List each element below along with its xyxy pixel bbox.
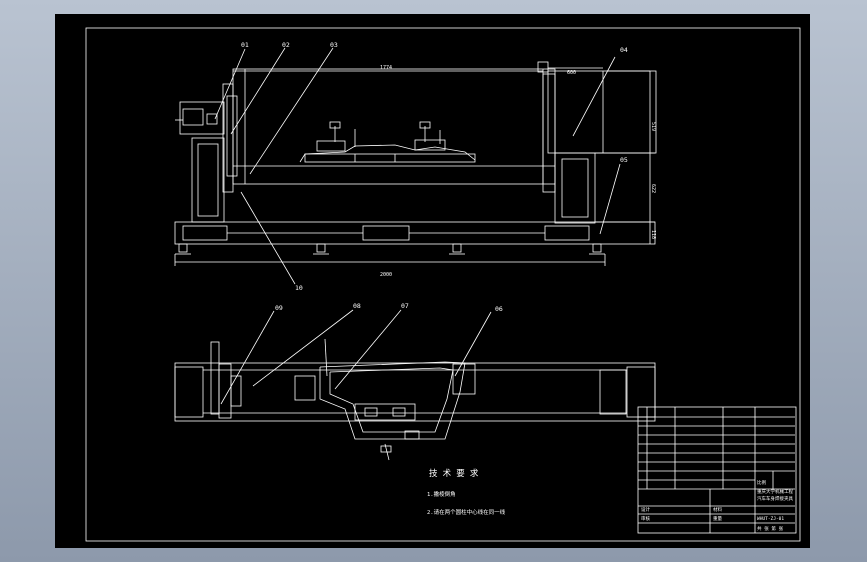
balloon-06: 06: [495, 305, 503, 313]
left-column: [191, 137, 225, 223]
balloon-01: 01: [241, 41, 249, 49]
balloon-09: 09: [275, 304, 283, 312]
tech-req-item-2: 2.请在两个圆柱中心线在同一线: [427, 508, 506, 516]
top-view: [174, 338, 656, 461]
fixture: [299, 121, 476, 163]
dim-right-upper: 519: [650, 122, 656, 131]
tech-req-item-1: 1.撇棱倒角: [427, 490, 456, 498]
cad-drawing: 01 02 03 04 05 06 07 08 09 10 1774 600 5…: [85, 27, 801, 542]
title-scale-label: 比例: [757, 479, 766, 486]
title-checker-label: 审核: [641, 515, 650, 522]
balloon-02: 02: [282, 41, 290, 49]
dim-right-mid: 622: [650, 184, 656, 193]
title-weight-label: 重量: [713, 515, 722, 522]
leveling-feet: [175, 243, 605, 255]
balloon-04: 04: [620, 46, 628, 54]
title-drawing-no: WHUT-ZJ-01: [757, 516, 784, 522]
balloon-03: 03: [330, 41, 338, 49]
drawing-sheet: 01 02 03 04 05 06 07 08 09 10 1774 600 5…: [55, 14, 810, 548]
dim-base-length: 2000: [380, 272, 392, 278]
front-view: [174, 61, 657, 266]
title-sheet-label: 共 张 第 张: [757, 525, 784, 532]
balloon-05: 05: [620, 156, 628, 164]
rotating-frame: [294, 338, 476, 461]
title-material-label: 材料: [713, 506, 722, 513]
inner-frame: [85, 27, 801, 542]
title-school: 重庆大学机械工程: [757, 488, 793, 495]
balloon-07: 07: [401, 302, 409, 310]
balloon-08: 08: [353, 302, 361, 310]
base-frame: [174, 221, 656, 245]
dim-right-lower: 118: [650, 230, 656, 239]
right-column: [554, 152, 596, 224]
title-block: [637, 406, 797, 534]
title-designer-label: 设计: [641, 506, 650, 513]
dim-box-width: 600: [567, 70, 576, 76]
dim-top-length: 1774: [380, 65, 392, 71]
motor-housing: [179, 101, 225, 135]
balloon-10: 10: [295, 284, 303, 292]
leaders: [214, 47, 621, 405]
tech-req-title: 技 术 要 求: [429, 468, 479, 479]
title-drawing: 汽车车身焊接夹具: [757, 495, 793, 502]
right-box: [547, 70, 657, 154]
